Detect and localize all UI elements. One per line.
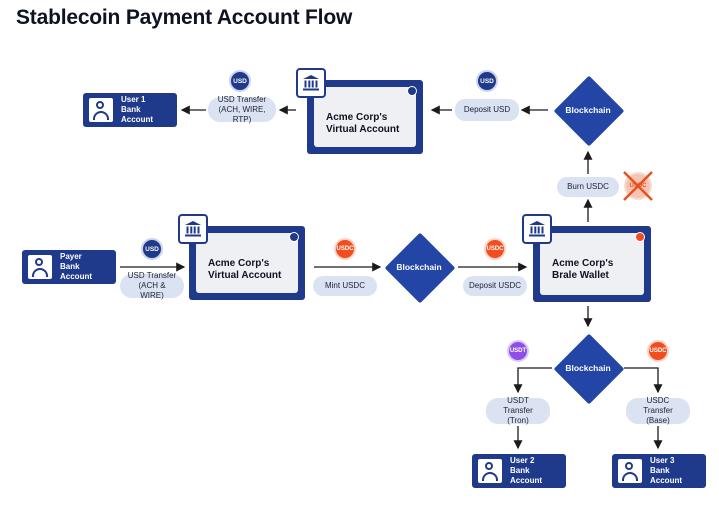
payer-bank-account: Payer Bank Account — [22, 250, 116, 284]
usd-transfer-mid-pill: USD Transfer (ACH & WIRE) — [120, 271, 184, 300]
bank-icon — [296, 68, 326, 98]
user2-label: User 2 Bank Account — [510, 456, 542, 485]
bank-icon — [522, 214, 552, 244]
usdc-coin-icon: USDC — [484, 238, 506, 260]
brale-wallet-label: Acme Corp's Brale Wallet — [552, 258, 614, 281]
usd-coin-icon: USD — [229, 70, 251, 92]
usdc-transfer-pill: USDC Transfer (Base) — [626, 396, 690, 425]
status-dot — [289, 232, 299, 242]
usdc-coin-icon: USDC — [334, 238, 356, 260]
user1-label: User 1 Bank Account — [121, 95, 153, 124]
blockchain-middle: Blockchain — [383, 231, 456, 304]
user-icon — [89, 98, 113, 122]
arrow-blockchain-to-usdc-transfer — [624, 367, 663, 394]
arrow-blockchain-to-usdt-transfer — [513, 367, 552, 394]
blockchain-bottom: Blockchain — [552, 332, 625, 405]
user1-bank-account: User 1 Bank Account — [83, 93, 177, 127]
user2-bank-account: User 2 Bank Account — [472, 454, 566, 488]
status-dot — [635, 232, 645, 242]
payer-label: Payer Bank Account — [60, 252, 92, 281]
mid-virtual-account-box: Acme Corp's Virtual Account — [189, 226, 305, 300]
blockchain-bottom-label: Blockchain — [565, 363, 611, 373]
status-dot — [407, 86, 417, 96]
burn-usdc-pill: Burn USDC — [557, 177, 619, 197]
usd-coin-icon: USD — [141, 238, 163, 260]
blockchain-top: Blockchain — [552, 74, 625, 147]
blockchain-top-label: Blockchain — [565, 105, 611, 115]
blockchain-middle-label: Blockchain — [396, 262, 442, 272]
usdt-transfer-pill: USDT Transfer (Tron) — [486, 396, 550, 425]
mid-virtual-account-label: Acme Corp's Virtual Account — [208, 258, 282, 281]
usdc-coin-icon: USDC — [647, 340, 669, 362]
user-icon — [28, 255, 52, 279]
deposit-usd-pill: Deposit USD — [455, 99, 519, 121]
user3-label: User 3 Bank Account — [650, 456, 682, 485]
top-virtual-account-label: Acme Corp's Virtual Account — [326, 112, 400, 135]
usd-transfer-top-pill: USD Transfer (ACH, WIRE, RTP) — [208, 95, 276, 124]
brale-wallet-box: Acme Corp's Brale Wallet — [533, 226, 651, 302]
deposit-usdc-pill: Deposit USDC — [463, 276, 527, 296]
usd-coin-icon: USD — [476, 70, 498, 92]
top-virtual-account-box: Acme Corp's Virtual Account — [307, 80, 423, 154]
cross-icon — [623, 171, 653, 201]
bank-icon — [178, 214, 208, 244]
usdt-coin-icon: USDT — [507, 340, 529, 362]
user-icon — [618, 459, 642, 483]
mint-usdc-pill: Mint USDC — [313, 276, 377, 296]
page-title: Stablecoin Payment Account Flow — [16, 6, 353, 29]
user3-bank-account: User 3 Bank Account — [612, 454, 706, 488]
user-icon — [478, 459, 502, 483]
